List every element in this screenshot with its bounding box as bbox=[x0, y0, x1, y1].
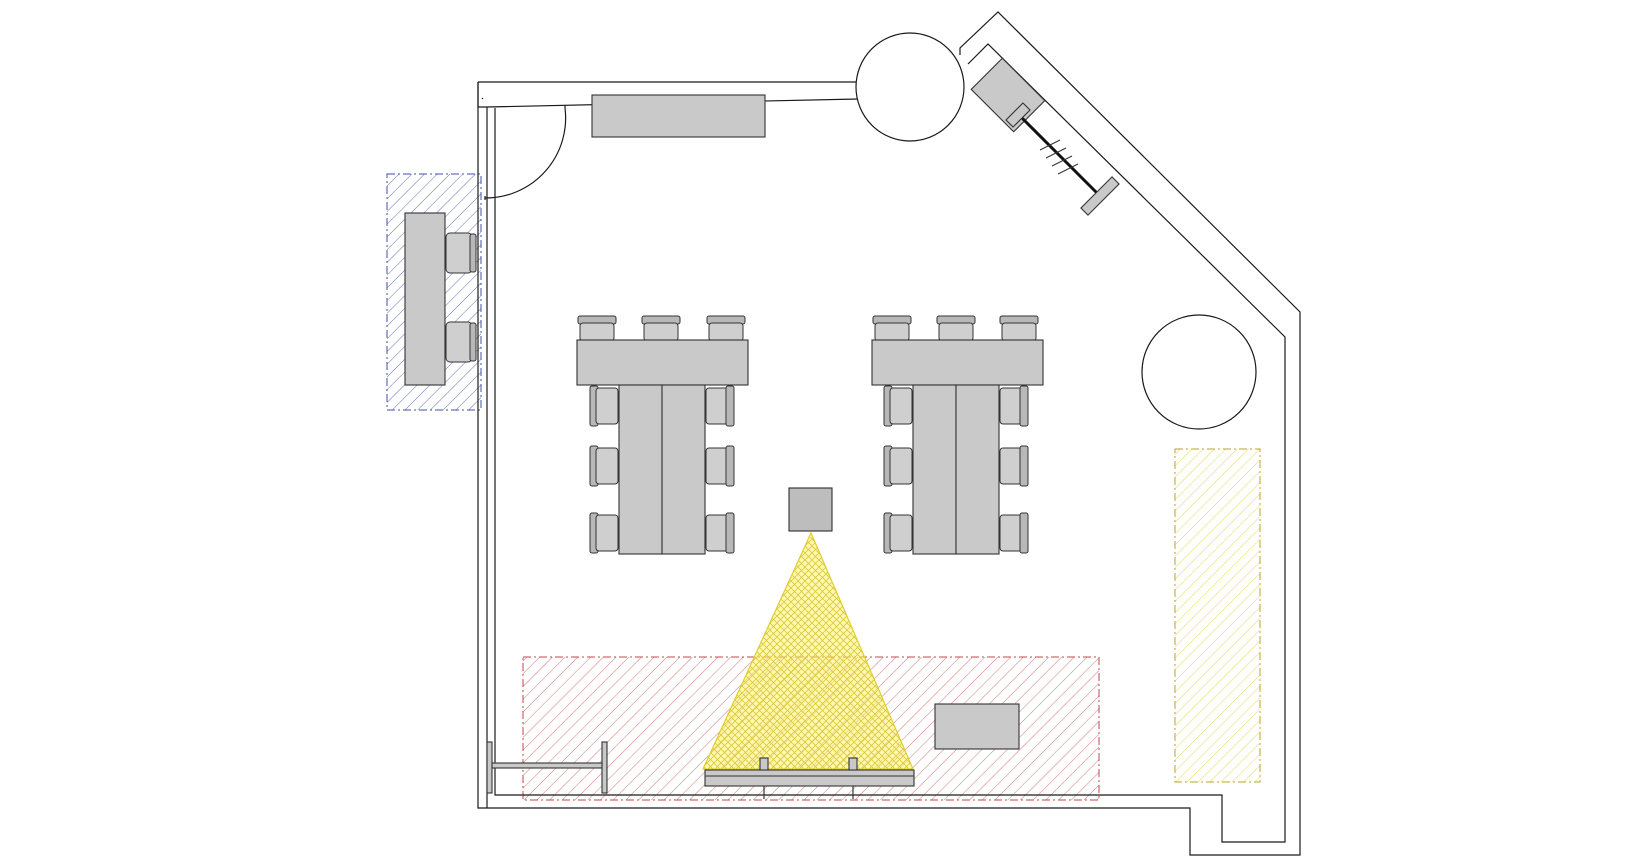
table-top bbox=[871, 339, 1044, 386]
side-table bbox=[934, 703, 1020, 750]
chair bbox=[705, 512, 735, 554]
table-top bbox=[576, 339, 749, 386]
wall-equipment bbox=[970, 57, 1120, 216]
side-desk-chair bbox=[445, 321, 477, 363]
chair bbox=[999, 445, 1029, 487]
door bbox=[484, 105, 567, 200]
table bbox=[912, 384, 957, 555]
chair bbox=[641, 315, 681, 342]
chair bbox=[577, 315, 617, 342]
chair bbox=[589, 445, 619, 487]
chair bbox=[883, 385, 913, 427]
projection-screen bbox=[704, 757, 915, 799]
walls bbox=[477, 11, 1301, 856]
chair bbox=[999, 512, 1029, 554]
chair bbox=[589, 512, 619, 554]
projector bbox=[788, 487, 833, 532]
conference-group-left bbox=[576, 315, 749, 555]
chair bbox=[589, 385, 619, 427]
table bbox=[955, 384, 1000, 555]
chair bbox=[705, 445, 735, 487]
chair bbox=[872, 315, 912, 342]
conference-group-right bbox=[871, 315, 1044, 555]
column-right bbox=[1141, 314, 1257, 430]
chair bbox=[706, 315, 746, 342]
chair bbox=[936, 315, 976, 342]
side-desk bbox=[404, 212, 477, 386]
chair bbox=[883, 512, 913, 554]
chair bbox=[883, 445, 913, 487]
chair bbox=[705, 385, 735, 427]
table bbox=[661, 384, 706, 555]
table bbox=[618, 384, 663, 555]
projection-beam bbox=[702, 531, 914, 770]
chair bbox=[999, 315, 1039, 342]
chair bbox=[999, 385, 1029, 427]
column-top bbox=[855, 32, 965, 142]
wall-cabinet bbox=[591, 94, 766, 138]
side-desk-chair bbox=[445, 232, 477, 274]
rack bbox=[486, 741, 608, 794]
zone-yellow bbox=[1174, 448, 1261, 783]
